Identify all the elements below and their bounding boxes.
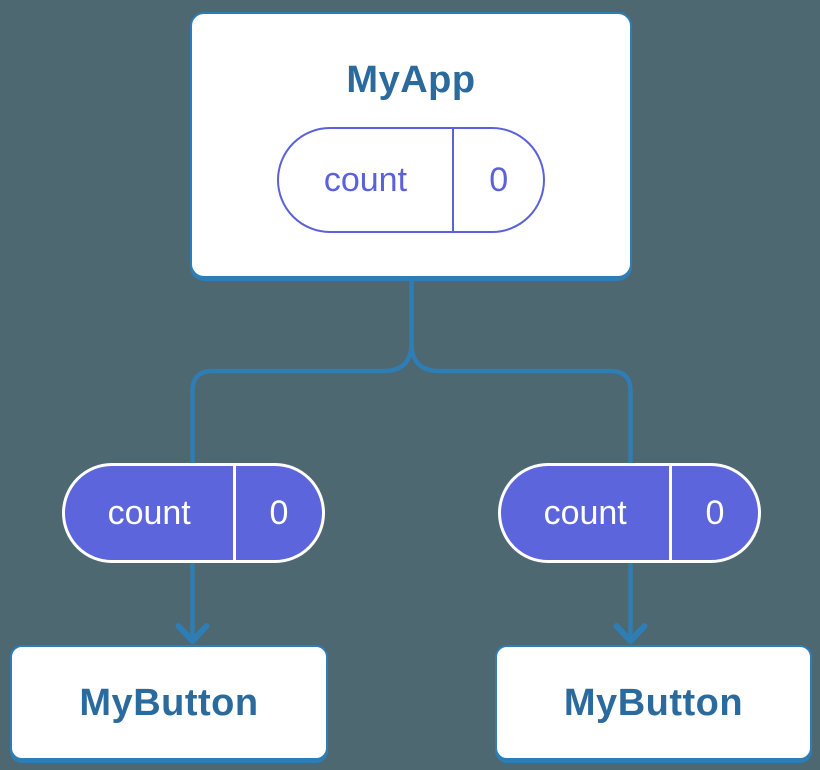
state-value: 0	[269, 493, 289, 532]
state-name: count	[323, 160, 408, 199]
component-label: MyApp	[346, 59, 476, 101]
component-label: MyButton	[563, 681, 744, 724]
component-label: MyButton	[79, 681, 259, 724]
trunk-and-left-branch-connector	[190, 279, 414, 636]
component-node-child-left: MyButton	[10, 645, 328, 760]
pill-divider	[669, 466, 672, 560]
state-name: count	[107, 493, 191, 532]
right-arrowhead-down-icon	[613, 623, 648, 644]
state-pill: count 0	[62, 463, 325, 563]
right-branch-connector	[409, 342, 633, 636]
pill-divider	[233, 466, 236, 560]
state-name: count	[543, 493, 627, 532]
left-arrowhead-down-icon	[175, 623, 210, 644]
state-value: 0	[489, 160, 509, 199]
component-node-root: MyApp count 0	[190, 12, 632, 278]
state-pill: count 0	[277, 127, 545, 233]
state-value: 0	[705, 493, 725, 532]
pill-divider	[451, 129, 455, 231]
component-node-child-right: MyButton	[495, 645, 812, 760]
state-pill: count 0	[498, 463, 761, 563]
